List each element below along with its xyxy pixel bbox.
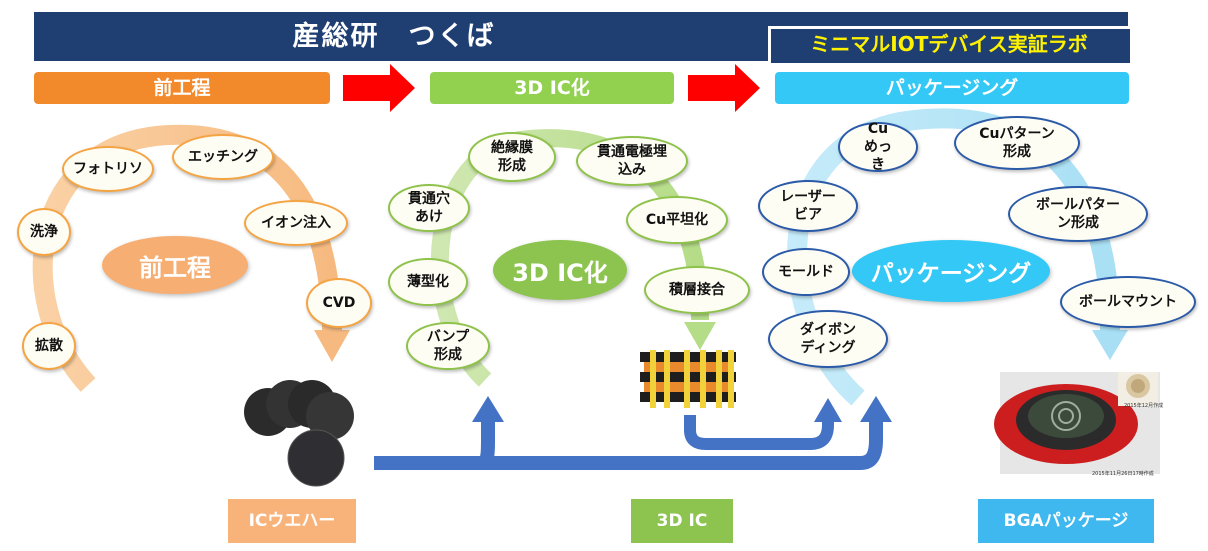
step-cvd: CVD: [306, 278, 372, 328]
step-via-hole: 貫通穴あけ: [388, 184, 470, 232]
bga-image: [994, 372, 1160, 474]
red-right-arrow: [688, 64, 760, 112]
wafer-image: [244, 380, 354, 487]
step-cleaning: 洗浄: [17, 208, 71, 256]
blue-flow-arrow-head: [860, 396, 892, 422]
product-bga: BGAパッケージ: [978, 499, 1154, 543]
step-die-bond: ダイボンディング: [768, 310, 888, 368]
lab-title: ミニマルIOTデバイス実証ラボ: [810, 32, 1088, 56]
phase-3dic: 3D IC化: [430, 72, 674, 104]
step-cu-plating: Cuめっき: [838, 121, 918, 173]
step-cu-cmp: Cu平坦化: [626, 196, 728, 244]
product-ic-wafer: ICウエハー: [228, 499, 356, 543]
step-ball-pattern: ボールパターン形成: [1008, 186, 1148, 242]
step-ball-mount: ボールマウント: [1060, 276, 1196, 328]
step-diffusion: 拡散: [22, 322, 76, 370]
ic3d-center-label: 3D IC化: [493, 240, 627, 300]
blue-flow-arrow: [479, 420, 495, 470]
blue-flow-arrow-head: [814, 398, 842, 422]
step-tsv-fill: 貫通電極埋込み: [576, 136, 688, 186]
front-center-label: 前工程: [102, 236, 248, 294]
step-thinning: 薄型化: [388, 258, 468, 306]
step-insulator: 絶縁膜形成: [468, 132, 556, 182]
page-title: 産総研 つくば: [292, 21, 496, 52]
red-right-arrow: [343, 64, 415, 112]
pkg-center-label: パッケージング: [852, 240, 1050, 302]
blue-flow-arrow-head: [472, 396, 504, 422]
stack-image: [640, 350, 736, 408]
step-etching: エッチング: [172, 134, 274, 180]
product-3d-ic: 3D IC: [631, 499, 733, 543]
pkg-arc-head: [1092, 330, 1128, 360]
step-ion-implant: イオン注入: [244, 200, 348, 246]
phase-packaging: パッケージング: [775, 72, 1129, 104]
step-mold: モールド: [762, 248, 850, 296]
ic3d-arc-head: [684, 322, 716, 350]
bga-photo-caption: 2015年11月26日17時作成: [1092, 471, 1154, 477]
step-bump: バンプ形成: [406, 322, 490, 370]
front-arc-head: [314, 330, 350, 362]
step-laser-via: レーザービア: [758, 180, 858, 232]
step-cu-pattern: Cuパターン形成: [954, 116, 1080, 170]
step-stack-bond: 積層接合: [644, 266, 750, 314]
blue-flow-arrow: [684, 415, 834, 450]
bga-inset-caption: 2015年12月作成: [1124, 403, 1164, 409]
phase-front: 前工程: [34, 72, 330, 104]
step-photolitho: フォトリソ: [62, 146, 154, 192]
lab-title-box: [768, 26, 1130, 63]
blue-flow-arrow: [374, 420, 883, 470]
